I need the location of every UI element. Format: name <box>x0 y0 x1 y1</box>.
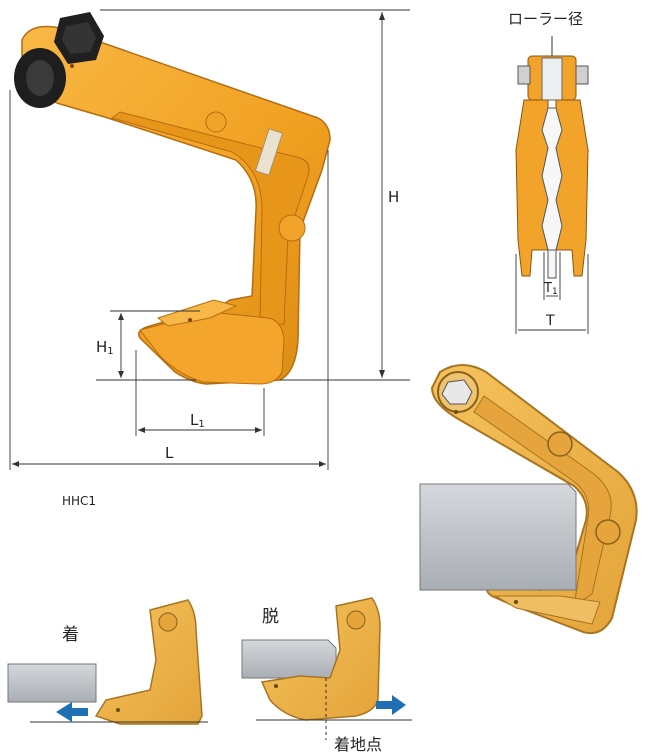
clamp-body <box>21 25 331 385</box>
clamp-upper-tip <box>156 299 238 327</box>
label-l1: L1 <box>190 411 205 430</box>
detach-illustration: 脱 着地点 <box>241 597 412 754</box>
label-plate <box>255 128 283 176</box>
label-h1: H1 <box>96 338 114 357</box>
label-h: H <box>388 188 399 206</box>
attach-illustration: 着 <box>7 599 208 725</box>
clamp-jaw <box>139 311 285 385</box>
label-l: L <box>165 444 174 462</box>
label-t: T <box>545 313 555 329</box>
arrow-right <box>376 695 406 715</box>
label-detach: 脱 <box>262 607 279 627</box>
label-t1: T1 <box>543 281 558 297</box>
main-clamp-photo <box>14 12 331 385</box>
pin-boss-upper <box>205 111 227 133</box>
steel-plate <box>419 483 577 591</box>
dimension-lines <box>9 9 410 470</box>
label-attach: 着 <box>62 625 79 645</box>
pin-boss-lower <box>278 214 306 242</box>
dimension-arrowheads <box>12 12 385 467</box>
clamp-illustration <box>419 364 638 634</box>
model-label: HHC1 <box>62 494 96 508</box>
arrow-left <box>56 702 88 722</box>
label-roller-diameter: ローラー径 <box>508 10 583 28</box>
label-landing-point: 着地点 <box>334 735 382 754</box>
front-view-diagram: ローラー径 T1 T <box>508 10 589 334</box>
